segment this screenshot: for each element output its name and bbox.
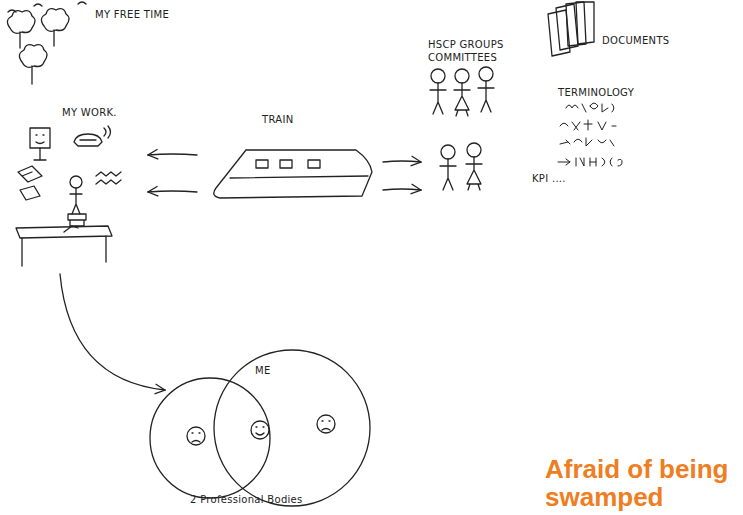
- committee-figures: [430, 67, 494, 190]
- venn-diagram: [317, 415, 335, 433]
- tree-icons: [19, 32, 20, 48]
- venn-diagram: [150, 378, 270, 498]
- sketch-label: MY WORK.: [62, 106, 128, 119]
- committee-figures: [455, 69, 469, 83]
- sketch-group: ME 2 Professional Bodies: [145, 358, 375, 513]
- committee-figures: [478, 81, 494, 112]
- terminology-scribbles: [566, 103, 614, 112]
- train-shape: [214, 150, 372, 198]
- committee-figures: [466, 157, 482, 190]
- sketch-label: 2 Professional Bodies: [190, 493, 340, 506]
- desk-scene: [36, 135, 44, 144]
- sketch-group: MY WORK.: [10, 100, 130, 270]
- arrow-connector: [383, 189, 421, 190]
- sketch-note: TERMINOLOGY: [558, 86, 634, 99]
- sketch-label: TRAIN: [262, 113, 322, 126]
- train-shape: [256, 160, 268, 168]
- train-shape: [230, 176, 368, 178]
- desk-scene: [70, 188, 82, 214]
- committee-figures: [441, 145, 455, 159]
- caption-text: Afraid of being swamped: [545, 455, 743, 511]
- train-shape: [308, 160, 320, 168]
- venn-diagram: [251, 421, 269, 439]
- desk-scene: [22, 226, 106, 266]
- committee-figures: [479, 67, 493, 81]
- committee-figures: [440, 159, 456, 190]
- terminology-scribbles: [560, 138, 614, 146]
- train-shape: [280, 160, 292, 168]
- desk-scene: [104, 126, 111, 138]
- tree-icons: [31, 66, 32, 84]
- tree-icons: [7, 2, 86, 84]
- sketch-label: HSCP GROUPS COMMITTEES: [428, 38, 522, 64]
- train-shape: [214, 150, 372, 198]
- desk-scene: [74, 134, 102, 146]
- committee-figures: [431, 69, 445, 83]
- document-stack: [576, 2, 594, 44]
- document-stack: [548, 2, 594, 56]
- sketch-note: DOCUMENTS: [602, 34, 669, 47]
- committee-figures: [467, 143, 481, 157]
- sketch-note: MY FREE TIME: [95, 8, 169, 21]
- terminology-scribbles: [558, 103, 622, 166]
- desk-scene: [20, 186, 40, 200]
- sketch-label: ME: [255, 364, 285, 377]
- venn-diagram: [256, 427, 264, 435]
- committee-figures: [454, 83, 470, 116]
- venn-diagram: [322, 421, 330, 430]
- desk-scene: [70, 176, 82, 188]
- sketch-note: KPI ....: [532, 172, 566, 185]
- tree-icons: [41, 9, 69, 32]
- terminology-scribbles: [560, 120, 616, 130]
- sketch-group: HSCP GROUPS COMMITTEES: [425, 35, 537, 200]
- venn-diagram: [187, 427, 205, 445]
- tree-icons: [19, 45, 47, 68]
- arrow-connector: [148, 191, 197, 192]
- desk-scene: [16, 126, 121, 266]
- arrow-connector: [148, 154, 197, 155]
- desk-scene: [30, 128, 50, 148]
- desk-scene: [34, 148, 46, 160]
- venn-diagram: [214, 350, 370, 506]
- sketch-group: TRAIN: [205, 110, 375, 202]
- tree-icons: [53, 30, 54, 46]
- desk-scene: [68, 214, 86, 226]
- desk-scene: [96, 172, 121, 184]
- committee-figures: [430, 83, 446, 114]
- arrow-connector: [60, 274, 165, 390]
- terminology-scribbles: [558, 158, 622, 166]
- tree-icons: [7, 11, 35, 34]
- venn-diagram: [150, 350, 370, 506]
- venn-diagram: [192, 433, 200, 442]
- desk-scene: [18, 166, 42, 182]
- arrow-connector: [383, 161, 421, 162]
